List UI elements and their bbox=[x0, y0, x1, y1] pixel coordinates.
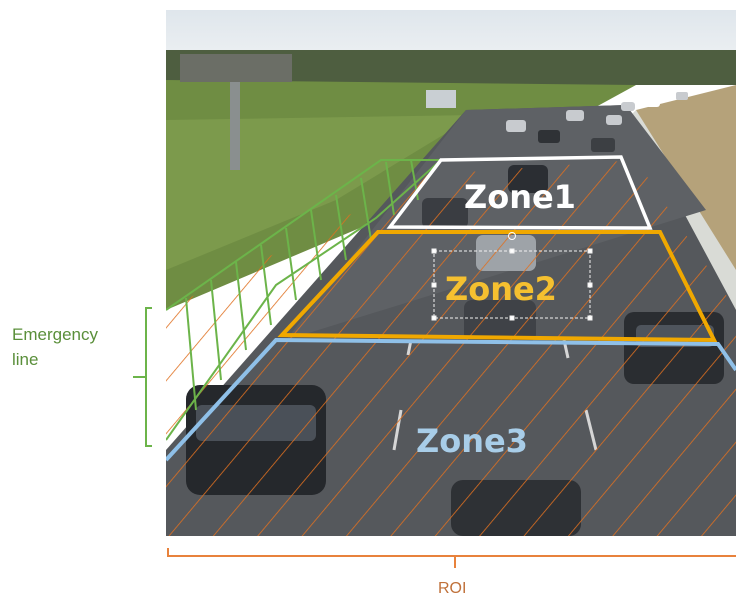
roi-hatch bbox=[166, 160, 736, 536]
emergency-line-label-1: Emergency bbox=[12, 325, 98, 344]
sign-pole bbox=[230, 80, 240, 170]
zone3-outline bbox=[166, 337, 736, 462]
zone1-outline bbox=[386, 155, 653, 230]
roi-bracket bbox=[167, 548, 736, 568]
emergency-zone bbox=[166, 159, 444, 441]
camera-view[interactable]: Zone1 Zone2 Zone3 bbox=[166, 10, 736, 536]
emergency-line-label-2: line bbox=[12, 350, 39, 369]
emergency-bracket bbox=[133, 307, 152, 447]
selection-box bbox=[431, 232, 593, 321]
roi-label: ROI bbox=[438, 580, 467, 597]
billboard bbox=[180, 54, 292, 82]
zone2-label: Zone2 bbox=[445, 270, 557, 308]
camera-scene: Zone1 Zone2 Zone3 bbox=[166, 10, 736, 536]
zone2-outline bbox=[277, 230, 718, 343]
emergency-line-label: Emergency line bbox=[12, 322, 98, 372]
zone1-label: Zone1 bbox=[464, 178, 576, 216]
distant-cars bbox=[506, 92, 688, 152]
zone3-label: Zone3 bbox=[416, 422, 528, 460]
